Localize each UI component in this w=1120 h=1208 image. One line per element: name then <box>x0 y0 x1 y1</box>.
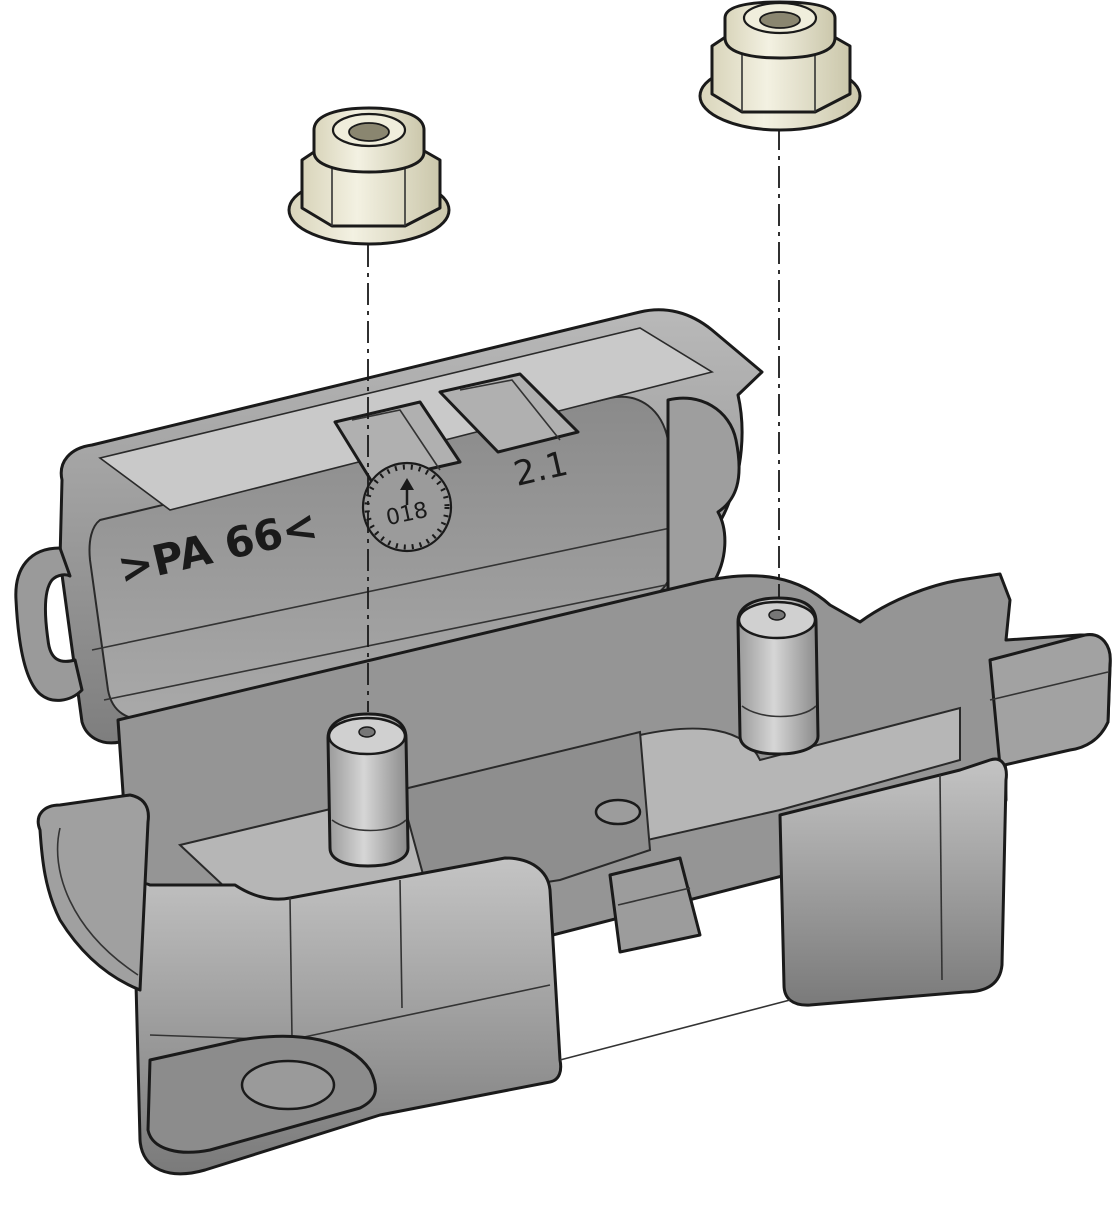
lid-snap-latch-right <box>438 372 580 454</box>
center-snap-clip <box>608 856 702 954</box>
date-clock-stamp: 018 <box>361 461 453 553</box>
terminal-post-right <box>736 596 820 756</box>
flange-lock-nut-right <box>698 0 862 132</box>
assembly-center-lines <box>367 128 780 712</box>
lid-snap-latch-left <box>333 400 462 484</box>
mounting-hole-left <box>240 1059 336 1111</box>
lid: 018 >PA 66< 2.1 <box>14 308 764 745</box>
terminal-post-left <box>326 712 410 868</box>
flange-lock-nut-left <box>287 106 451 246</box>
